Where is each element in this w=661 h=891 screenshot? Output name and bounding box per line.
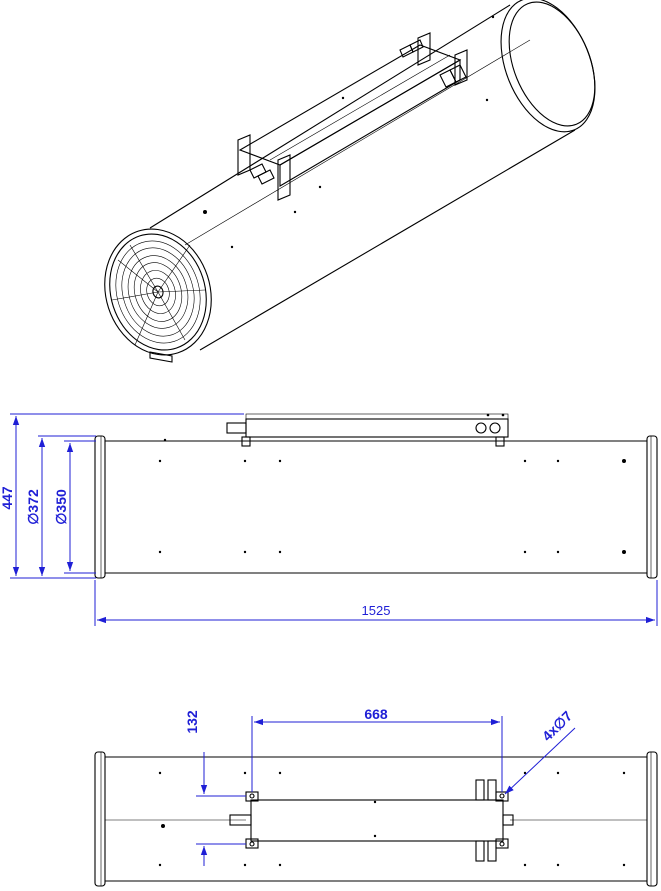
dimension-mount-spacing: 668 — [251, 706, 503, 792]
dimension-inner-diameter: ∅350 — [53, 440, 96, 574]
dimension-overall-length: 1525 — [94, 580, 658, 626]
label-mount-spacing: 668 — [364, 706, 388, 722]
label-overall-height: 447 — [0, 486, 15, 510]
dimension-holes: 4x∅7 — [504, 708, 576, 795]
side-view — [94, 413, 658, 579]
label-inner-diameter: ∅350 — [53, 489, 69, 525]
label-holes: 4x∅7 — [539, 708, 576, 745]
label-overall-length: 1525 — [362, 603, 391, 618]
dimension-bracket-offset: 132 — [184, 710, 246, 866]
isometric-view — [104, 0, 596, 363]
label-bracket-offset: 132 — [184, 710, 200, 734]
control-box-iso — [237, 32, 468, 201]
dimension-outer-diameter: ∅372 — [25, 435, 96, 579]
label-outer-diameter: ∅372 — [25, 489, 41, 525]
fan-grille — [104, 228, 212, 356]
top-view — [94, 751, 658, 887]
